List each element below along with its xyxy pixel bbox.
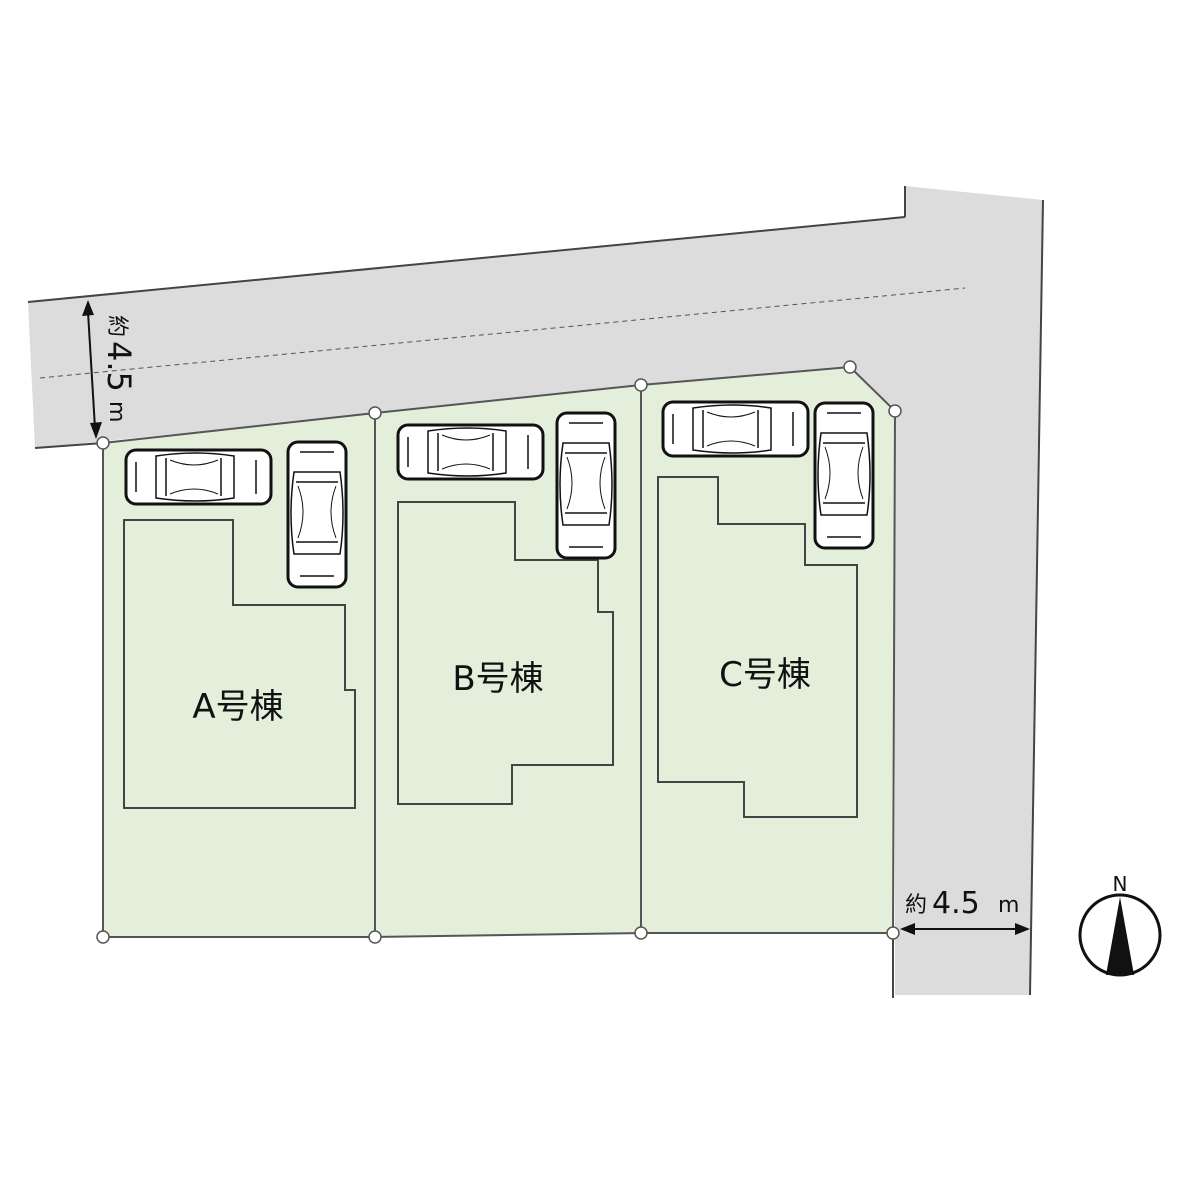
compass-label: N [1113, 872, 1128, 896]
north-road [28, 186, 1043, 995]
car-b-2 [555, 411, 617, 560]
building-c [657, 476, 858, 818]
car-a-1 [124, 448, 273, 506]
north-road-dimension: 約 4.5 m [82, 300, 138, 439]
east-road-edge [1029, 199, 1044, 996]
car-c-2 [813, 401, 875, 550]
lot-label-c: C号棟 [719, 655, 811, 695]
car-b-1 [396, 423, 545, 481]
building-b [397, 501, 614, 805]
boundary-markers [96, 360, 902, 944]
east-road-dim-unit: m [998, 893, 1019, 918]
north-road-dim-prefix: 約 [104, 315, 129, 337]
lot-label-a: A号棟 [192, 687, 283, 727]
north-road-dim-unit: m [104, 401, 129, 422]
north-road-edge [27, 216, 906, 303]
building-a [123, 519, 356, 809]
north-arrow-icon: N [1078, 872, 1162, 977]
road-centerline [39, 287, 966, 379]
east-road-dim-value: 4.5 [932, 886, 980, 921]
north-road-dim-value: 4.5 [100, 341, 138, 392]
road-boundary [34, 442, 104, 449]
east-road-dimension: 約 4.5 m [900, 886, 1030, 935]
car-c-1 [661, 400, 810, 458]
car-a-2 [286, 440, 348, 589]
east-road-dim-prefix: 約 [905, 893, 927, 918]
lot-label-b: B号棟 [452, 659, 543, 699]
